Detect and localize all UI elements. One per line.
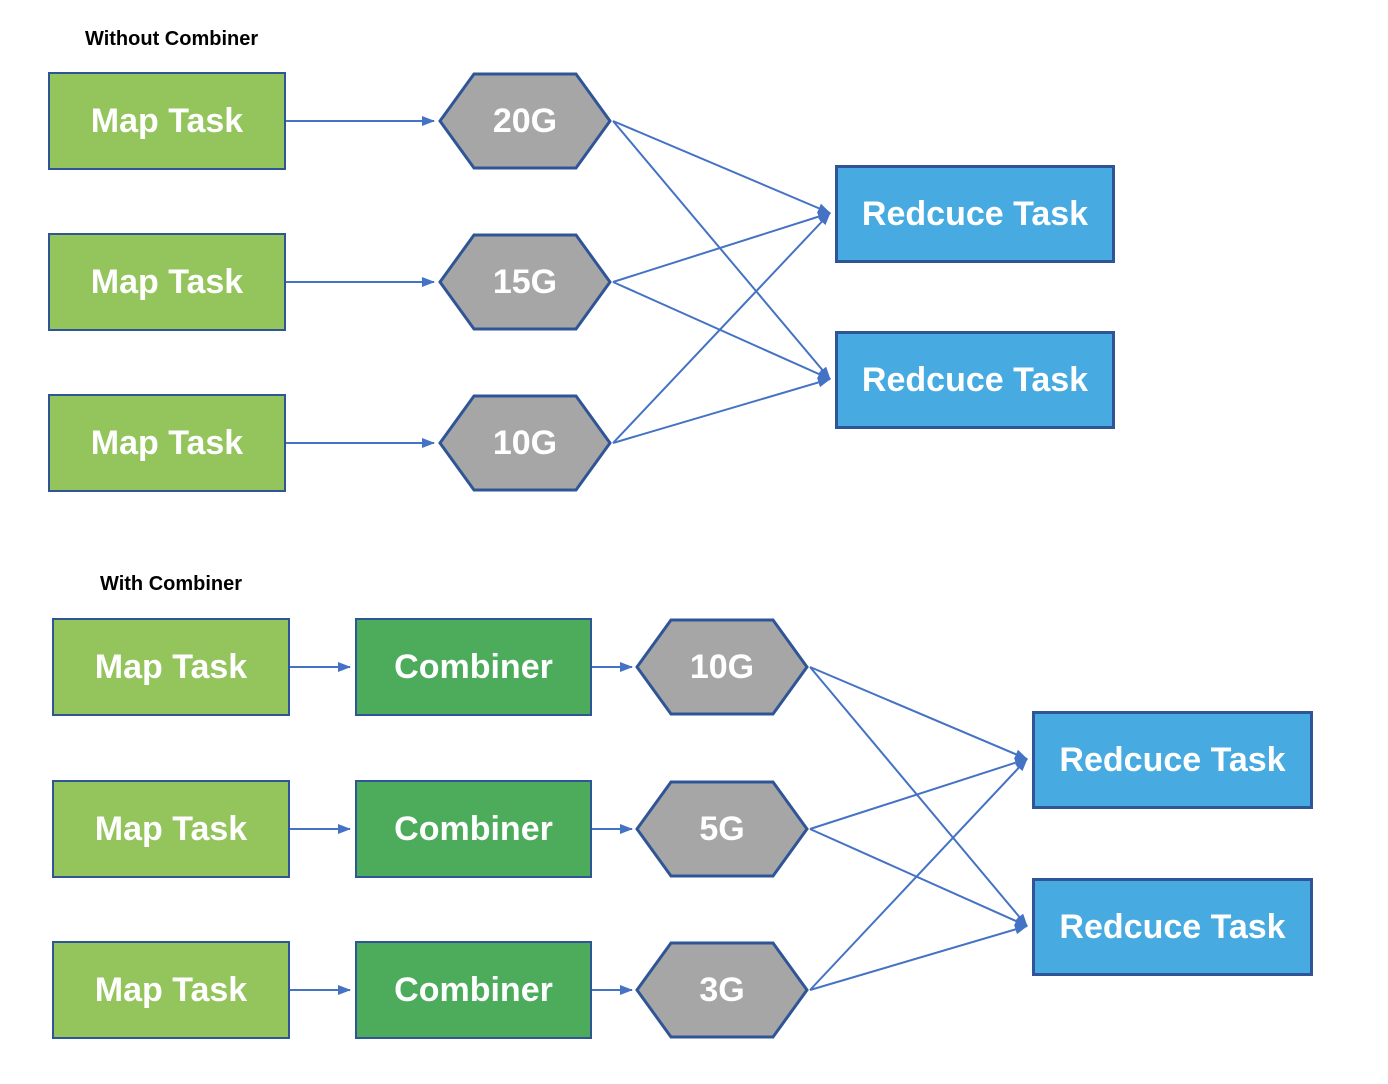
hexagon-value: 10G — [689, 647, 755, 686]
map-task-node-5: Map Task — [52, 780, 290, 878]
map-task-label: Map Task — [94, 809, 248, 848]
hexagon-node-5g: 5G — [635, 780, 809, 878]
reduce-task-label: Redcuce Task — [1059, 740, 1286, 779]
map-task-label: Map Task — [94, 970, 248, 1009]
hexagon-shape — [635, 618, 809, 716]
reduce-task-node-1: Redcuce Task — [835, 165, 1115, 263]
combiner-node-3: Combiner — [355, 941, 592, 1039]
section-title-without-combiner: Without Combiner — [85, 28, 259, 50]
hexagon-node-10g: 10G — [438, 394, 612, 492]
edge-10g-to-reduce4 — [809, 666, 1028, 927]
edge-10g-to-reduce2 — [612, 377, 831, 444]
edges-with-combiner — [290, 662, 1028, 995]
map-task-node-4: Map Task — [52, 618, 290, 716]
hexagon-value: 15G — [492, 262, 558, 301]
hexagon-shape — [438, 72, 612, 170]
map-task-node-3: Map Task — [48, 394, 286, 492]
edge-20g-to-reduce1 — [612, 120, 831, 214]
hexagon-shape — [635, 780, 809, 878]
map-task-node-1: Map Task — [48, 72, 286, 170]
edge-5g-to-reduce4 — [809, 828, 1028, 927]
map-task-label: Map Task — [90, 101, 244, 140]
map-task-label: Map Task — [90, 262, 244, 301]
edge-3g-to-reduce3 — [809, 758, 1028, 991]
edges-without-combiner — [286, 116, 831, 448]
hexagon-shape — [438, 394, 612, 492]
combiner-node-2: Combiner — [355, 780, 592, 878]
hexagon-node-10g-combined: 10G — [635, 618, 809, 716]
section-title-with-combiner: With Combiner — [100, 573, 243, 595]
edge-15g-to-reduce1 — [612, 211, 831, 283]
reduce-task-label: Redcuce Task — [1059, 907, 1286, 946]
edge-10g-to-reduce1 — [612, 212, 831, 444]
hexagon-shape — [635, 941, 809, 1039]
hexagon-node-15g: 15G — [438, 233, 612, 331]
reduce-task-node-3: Redcuce Task — [1032, 711, 1313, 809]
hexagon-node-20g: 20G — [438, 72, 612, 170]
edge-10g-to-reduce3 — [809, 666, 1028, 760]
reduce-task-node-2: Redcuce Task — [835, 331, 1115, 429]
map-task-node-6: Map Task — [52, 941, 290, 1039]
reduce-task-label: Redcuce Task — [861, 360, 1089, 399]
hexagon-shape — [438, 233, 612, 331]
map-task-label: Map Task — [94, 647, 248, 686]
hexagon-value: 3G — [699, 970, 745, 1009]
hexagon-value: 5G — [699, 809, 745, 848]
edge-15g-to-reduce2 — [612, 281, 831, 380]
reduce-task-node-4: Redcuce Task — [1032, 878, 1313, 976]
reduce-task-label: Redcuce Task — [861, 194, 1089, 233]
map-task-label: Map Task — [90, 423, 244, 462]
combiner-label: Combiner — [394, 647, 553, 686]
combiner-label: Combiner — [394, 809, 553, 848]
combiner-node-1: Combiner — [355, 618, 592, 716]
combiner-label: Combiner — [394, 970, 553, 1009]
hexagon-value: 10G — [492, 423, 558, 462]
hexagon-node-3g: 3G — [635, 941, 809, 1039]
edge-20g-to-reduce2 — [612, 120, 831, 380]
edge-3g-to-reduce4 — [809, 924, 1028, 991]
hexagon-value: 20G — [492, 101, 558, 140]
map-task-node-2: Map Task — [48, 233, 286, 331]
edge-5g-to-reduce3 — [809, 757, 1028, 830]
